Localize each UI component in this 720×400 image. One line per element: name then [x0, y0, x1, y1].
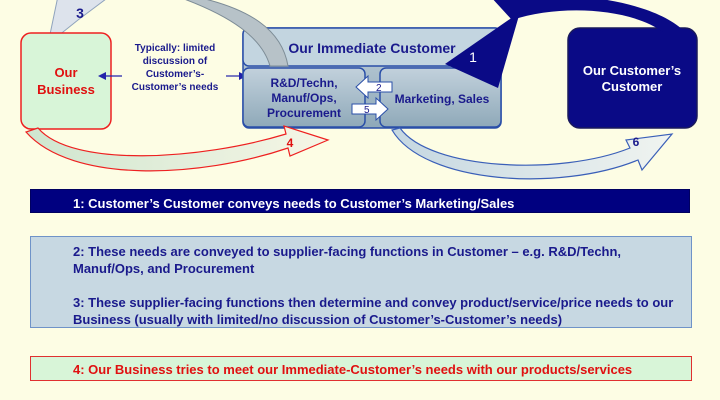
step-1-banner: 1: Customer’s Customer conveys needs to … — [30, 189, 690, 213]
customers-customer-box: Our Customer’s Customer — [567, 27, 698, 129]
arrow-2: 2 — [355, 74, 393, 100]
our-business-box: Our Business — [20, 32, 112, 130]
arrow-5-label: 5 — [364, 105, 370, 116]
arrow-2-label: 2 — [376, 83, 382, 94]
arrow-6: 6 — [391, 127, 674, 180]
note-line2: discussion of — [143, 56, 208, 67]
arrow-3-swoop — [185, 0, 289, 67]
arrow-3: 3 — [47, 0, 106, 46]
note-line3: Customer’s- — [146, 69, 204, 80]
rd-line2: Manuf/Ops, — [271, 91, 336, 105]
step-4-text: 4: Our Business tries to meet our Immedi… — [73, 362, 633, 377]
rd-line1: R&D/Techn, — [270, 76, 337, 90]
customers-customer-line1: Our Customer’s — [583, 63, 681, 78]
arrow-5: 5 — [351, 96, 389, 122]
step-4-banner: 4: Our Business tries to meet our Immedi… — [30, 356, 692, 381]
our-business-line1: Our — [54, 65, 77, 80]
limited-discussion-note: Typically: limited discussion of Custome… — [98, 43, 247, 93]
immediate-customer-title: Our Immediate Customer — [288, 40, 456, 56]
note-line1: Typically: limited — [135, 43, 215, 54]
step-3-text: 3: These supplier-facing functions then … — [73, 295, 674, 327]
step-2-text: 2: These needs are conveyed to supplier-… — [73, 244, 622, 276]
rd-line3: Procurement — [267, 106, 341, 120]
note-line4: Customer’s needs — [132, 82, 219, 93]
arrow-1-label: 1 — [469, 49, 477, 65]
arrow-3-label: 3 — [76, 5, 84, 21]
arrow-6-label: 6 — [633, 135, 640, 149]
our-business-line2: Business — [37, 82, 95, 97]
customers-customer-line2: Customer — [602, 79, 663, 94]
arrow-4-label: 4 — [287, 136, 294, 150]
arrow-4: 4 — [24, 125, 330, 172]
steps-2-3-panel: 2: These needs are conveyed to supplier-… — [30, 236, 692, 328]
marketing-sales-box: Marketing, Sales — [379, 67, 502, 128]
arrow-1: 1 — [445, 0, 683, 88]
step-1-text: 1: Customer’s Customer conveys needs to … — [73, 196, 515, 211]
marketing-label: Marketing, Sales — [395, 92, 490, 106]
rd-techn-box: R&D/Techn, Manuf/Ops, Procurement — [242, 67, 366, 128]
